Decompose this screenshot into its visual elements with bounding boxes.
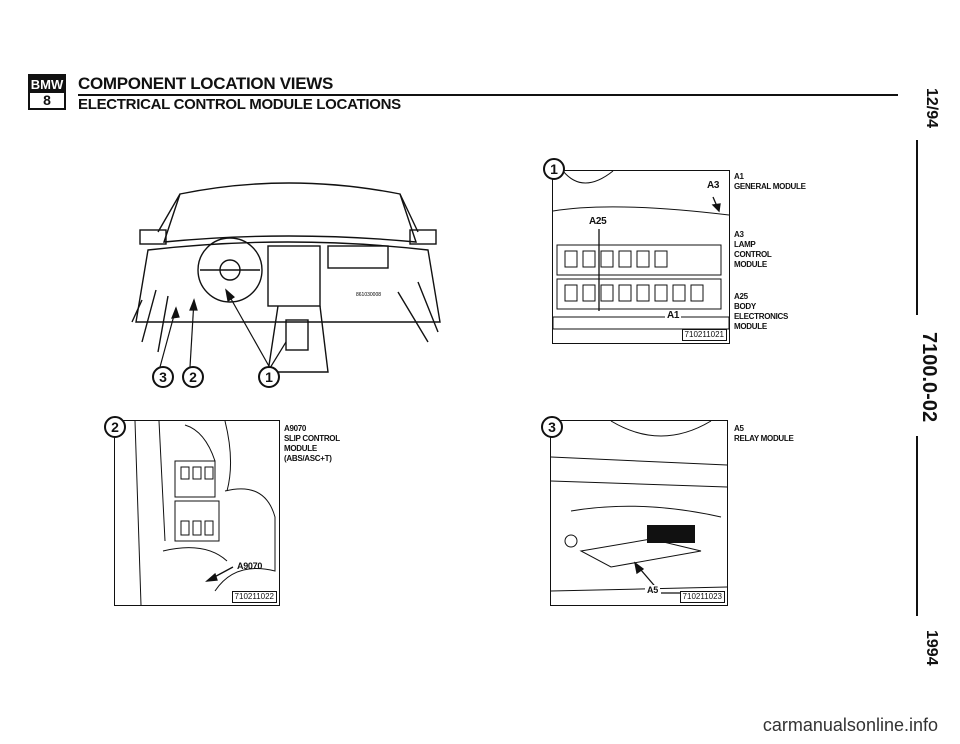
label-a9070: A9070 (237, 561, 263, 571)
figure-1-number: 1 (543, 158, 565, 180)
callout-1: 1 (258, 366, 280, 388)
legend-a25-id: A25 (734, 292, 748, 301)
side-section: 7100.0-02 (918, 332, 940, 423)
page-title: COMPONENT LOCATION VIEWS (78, 74, 334, 93)
legend-a3: A3 LAMP CONTROL MODULE (734, 230, 790, 270)
legend-a5: A5 RELAY MODULE (734, 424, 804, 444)
legend-a5-id: A5 (734, 424, 744, 433)
legend-a25: A25 BODY ELECTRONICS MODULE (734, 292, 794, 332)
label-a5: A5 (645, 585, 660, 595)
figure-2-code: 710211022 (231, 591, 277, 603)
legend-a3-desc: LAMP CONTROL MODULE (734, 240, 772, 269)
side-date: 12/94 (923, 88, 940, 129)
side-rule-top (916, 140, 918, 315)
logo-top: BMW (30, 76, 64, 93)
overview-code: 861030008 (356, 292, 381, 298)
legend-a25-desc: BODY ELECTRONICS MODULE (734, 302, 789, 331)
figure-3-number: 3 (541, 416, 563, 438)
side-rule-bottom (916, 436, 918, 616)
callout-2: 2 (182, 366, 204, 388)
relay-module-illustration (551, 421, 727, 594)
figure-3-code: 710211023 (679, 591, 725, 603)
legend-a1-id: A1 (734, 172, 744, 181)
label-a1: A1 (665, 310, 682, 321)
side-year: 1994 (923, 630, 940, 666)
legend-a1-desc: GENERAL MODULE (734, 182, 806, 191)
label-a3: A3 (707, 180, 720, 191)
legend-a5-desc: RELAY MODULE (734, 434, 794, 443)
watermark: carmanualsonline.info (762, 715, 938, 735)
label-a25: A25 (587, 216, 609, 227)
callout-3: 3 (152, 366, 174, 388)
figure-2-number: 2 (104, 416, 126, 438)
header-rule (78, 94, 898, 96)
figure-2-slip-control: A9070 710211022 (114, 420, 280, 606)
legend-a9070-desc: SLIP CONTROL MODULE (ABS/ASC+T) (284, 434, 340, 463)
page-subtitle: ELECTRICAL CONTROL MODULE LOCATIONS (78, 96, 401, 113)
module-rack-illustration (553, 171, 729, 330)
legend-a9070-id: A9070 (284, 424, 307, 433)
legend-a3-id: A3 (734, 230, 744, 239)
figure-3-relay-module: A5 710211023 (550, 420, 728, 606)
legend-a1: A1 GENERAL MODULE (734, 172, 814, 192)
bmw-8-logo: BMW 8 (28, 74, 66, 110)
dashboard-overview-illustration: 861030008 (131, 182, 441, 373)
logo-bottom: 8 (43, 92, 51, 108)
slip-control-illustration (134, 421, 276, 605)
figure-1-module-rack: A3 A25 A1 710211021 (552, 170, 730, 344)
figure-1-code: 710211021 (681, 329, 727, 341)
legend-a9070: A9070 SLIP CONTROL MODULE (ABS/ASC+T) (284, 424, 344, 464)
